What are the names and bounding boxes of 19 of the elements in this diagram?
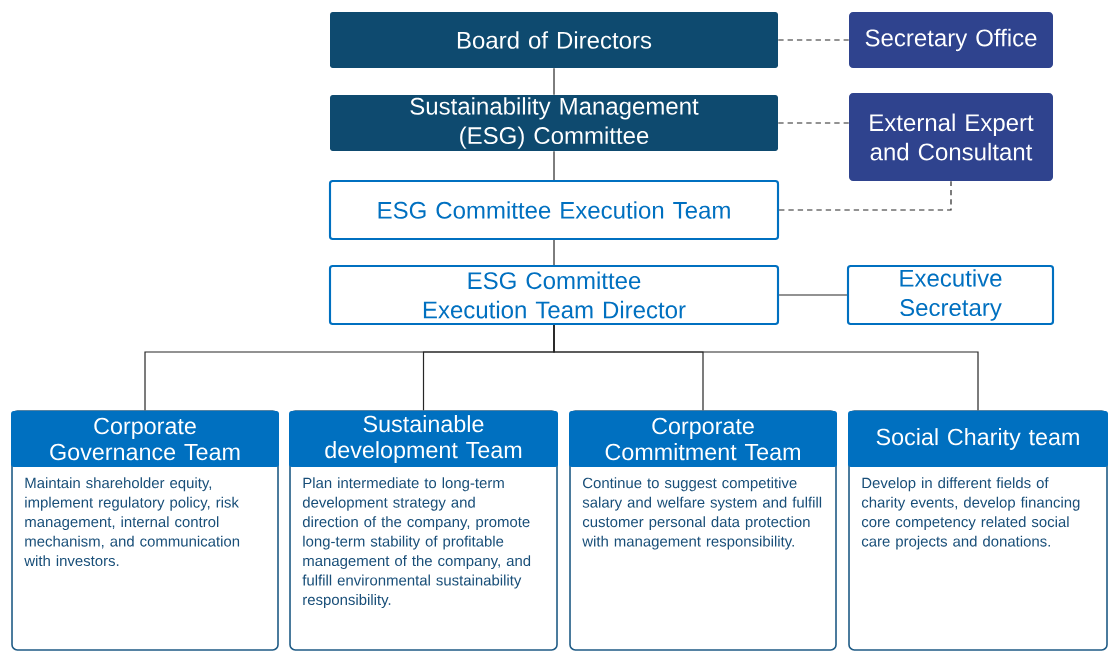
dashed-connector — [778, 180, 952, 211]
team-card: Sustainable development Team Plan intermediate to long-term development strategy and direction of the company, promote long-term stability of profitable management of the company, and fulfill environmental sustainability responsibility. — [289, 410, 558, 651]
org-box: Sustainability Management (ESG) Committee — [330, 95, 778, 151]
support-box: Secretary Office — [849, 12, 1053, 68]
team-card: Corporate Commitment Team Continue to suggest competitive salary and welfare system and fulfill customer personal data protection with management responsibility. — [569, 410, 837, 651]
connector — [553, 239, 555, 266]
team-card: Social Charity team Develop in different fields of charity events, develop financing core competency related social care projects and donations. — [848, 410, 1108, 651]
dashed-connector — [777, 122, 850, 124]
org-box: ESG Committee Execution Team Director — [328, 264, 780, 326]
connector — [553, 324, 979, 411]
org-box: Executive Secretary — [846, 264, 1055, 326]
support-box: External Expert and Consultant — [849, 93, 1053, 181]
team-card: Corporate Governance Team Maintain shareholder equity, implement regulatory policy, risk management, internal control mechanism, and communication with investors. — [11, 410, 279, 651]
connector — [778, 294, 848, 296]
org-box: Board of Directors — [330, 12, 778, 68]
connector — [553, 150, 555, 181]
connector — [553, 67, 555, 96]
org-box: ESG Committee Execution Team — [328, 179, 780, 241]
dashed-connector — [777, 39, 850, 41]
